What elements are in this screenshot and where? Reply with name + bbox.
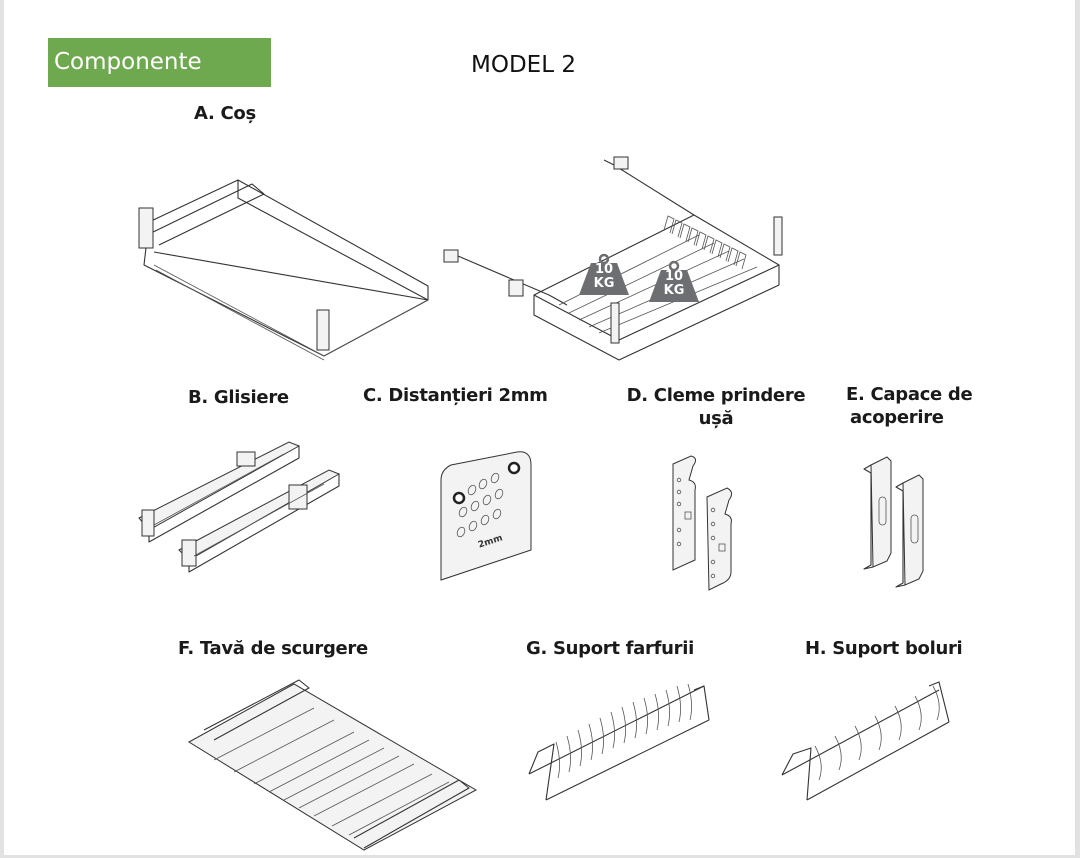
weight-icon: 10 KG (579, 253, 629, 297)
label-a-basket: A. Coș (194, 103, 256, 124)
label-g-plate-rack: G. Suport farfurii (526, 638, 694, 659)
illustration-door-clips (672, 455, 733, 591)
document-page: Componente MODEL 2 A. Coș (4, 0, 1075, 855)
illustration-bowl-rack (781, 681, 950, 801)
weight-icon: 10 KG (649, 260, 699, 304)
illustration-runners (138, 441, 341, 573)
illustration-spacer (440, 451, 532, 581)
illustration-drip-tray (188, 679, 478, 851)
label-c-spacers: C. Distanțieri 2mm (363, 385, 548, 406)
weight-unit: KG (593, 276, 615, 291)
weight-value: 10 (594, 262, 614, 277)
label-e-line1: E. Capace de (846, 384, 973, 405)
illustration-plate-rack (528, 683, 710, 801)
label-e-covers: E. Capace de acoperire (846, 383, 973, 429)
section-title-banner: Componente (48, 38, 271, 87)
label-h-bowl-rack: H. Suport boluri (805, 638, 963, 659)
illustration-cover-caps (863, 456, 924, 588)
label-d-line1: D. Cleme prindere (626, 385, 806, 406)
weight-value: 10 (664, 269, 684, 284)
label-e-line2: acoperire (850, 407, 944, 428)
label-b-runners: B. Glisiere (188, 387, 289, 408)
illustration-basket-empty (138, 179, 429, 361)
weight-unit: KG (663, 283, 685, 298)
label-f-drip-tray: F. Tavă de scurgere (178, 638, 368, 659)
model-title: MODEL 2 (471, 52, 576, 78)
section-title: Componente (54, 49, 202, 75)
label-d-line2: ușă (698, 408, 734, 429)
label-d-door-clips: D. Cleme prindere ușă (616, 384, 816, 430)
